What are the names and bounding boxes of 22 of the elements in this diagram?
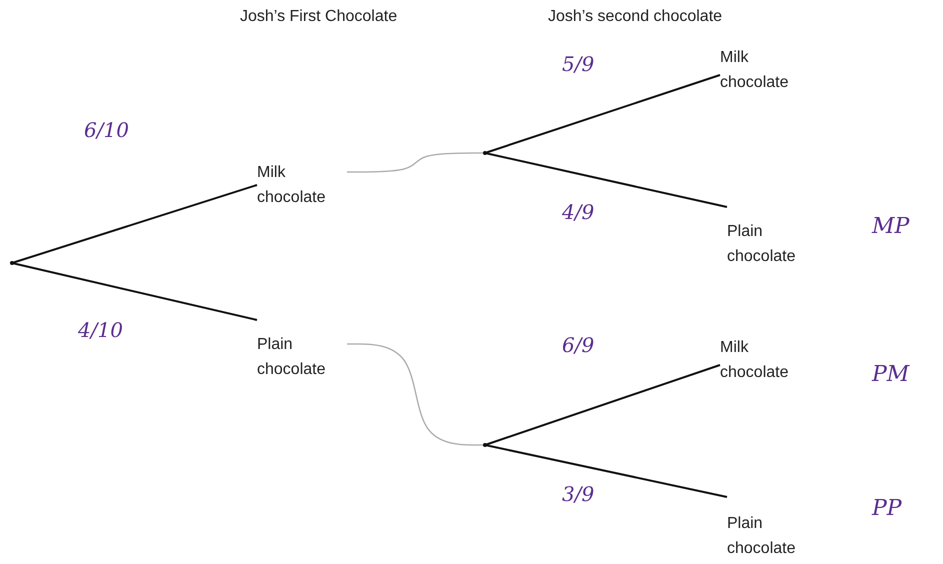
branch-outcome: Plain chocolate — [727, 207, 817, 269]
branch-point — [10, 261, 14, 265]
branch-line — [12, 184, 258, 264]
branch-point — [483, 443, 487, 447]
branch-outcome: Milk chocolate — [720, 45, 810, 95]
column-heading: Josh’s First Chocolate — [240, 8, 398, 26]
outcome-note: MP — [872, 214, 910, 239]
column-heading: Josh’s second chocolate — [548, 8, 722, 26]
pencil-line — [347, 152, 485, 173]
branch-line — [12, 262, 258, 321]
outcome-note: PP — [872, 496, 902, 521]
branch-line — [484, 444, 728, 498]
branch-line — [484, 364, 720, 446]
pencil-line — [347, 343, 485, 446]
branch-line — [484, 152, 728, 208]
branch-outcome: Plain chocolate — [257, 320, 347, 382]
branch-outcome: Milk chocolate — [720, 335, 810, 385]
branch-line — [484, 74, 720, 154]
branch-outcome: Milk chocolate — [257, 160, 347, 210]
branch-point — [483, 151, 487, 155]
branch-outcome: Plain chocolate — [727, 497, 817, 561]
outcome-note: PM — [872, 362, 910, 387]
